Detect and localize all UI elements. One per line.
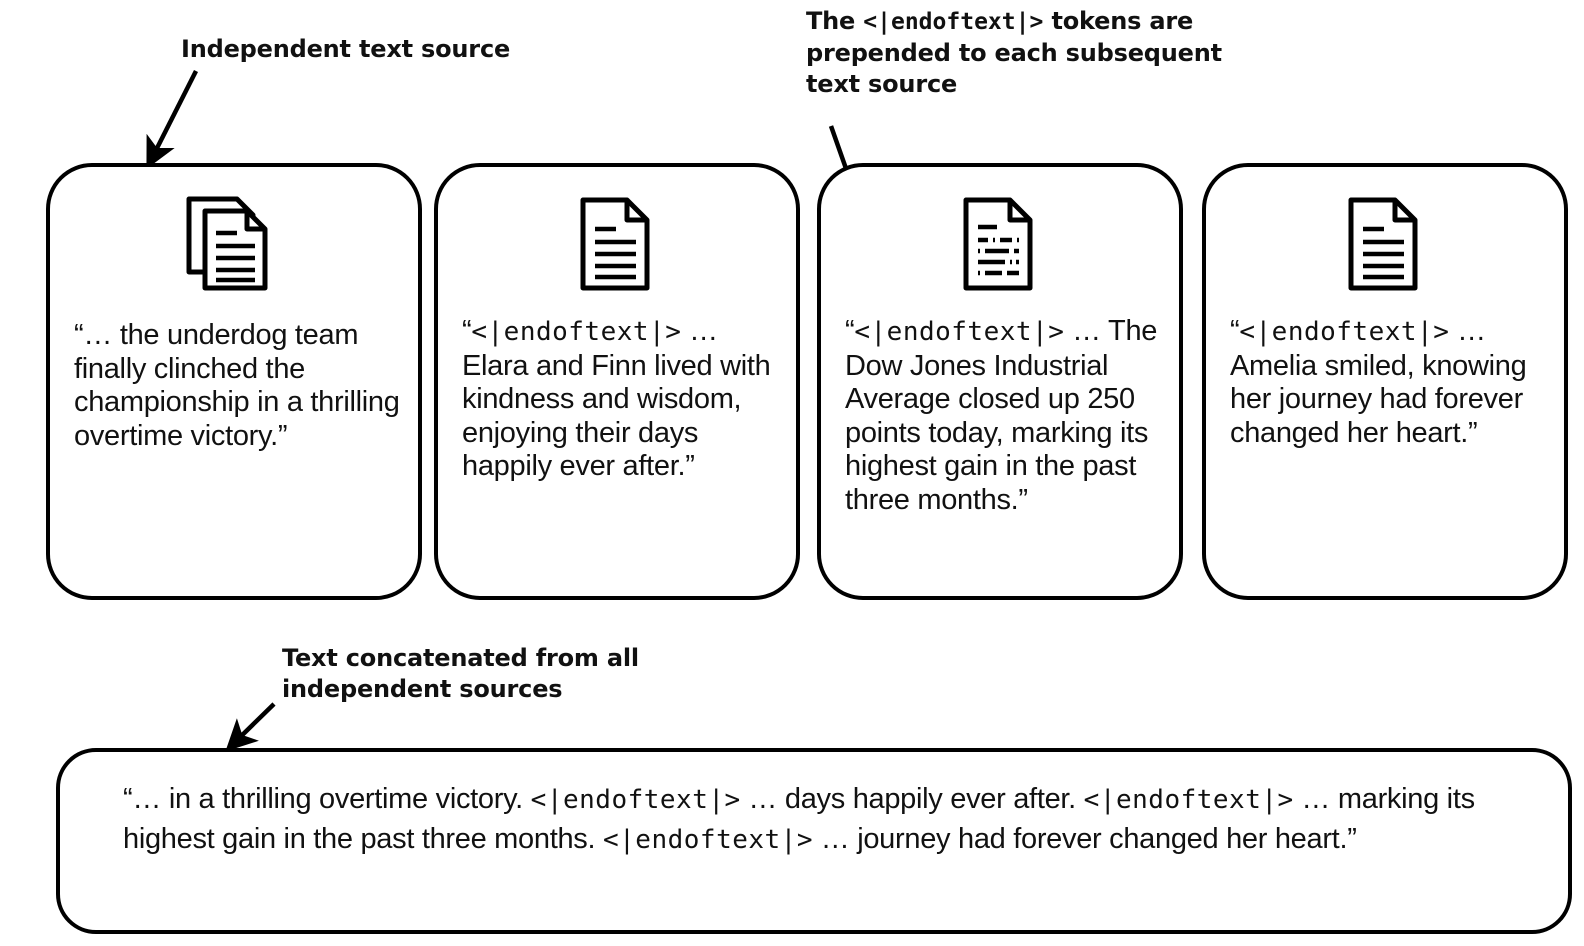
concat-segment-0: “… in a thrilling overtime victory. [123,783,531,815]
source-card-3-prefix: “ [1230,315,1240,347]
annotation-endoftext-suffix: tokens are prepended to each subsequent … [806,7,1231,98]
concatenated-text-box[interactable]: “… in a thrilling overtime victory. <|en… [56,748,1572,934]
source-card-2-body: … The Dow Jones Industrial Average close… [845,315,1165,516]
concat-token-1: <|endoftext|> [1083,785,1294,815]
arrow-to-source-card [146,69,199,170]
source-card-1-body: … Elara and Finn lived with kindness and… [462,315,779,482]
source-card-3-text: “<|endoftext|> … Amelia smiled, knowing … [1230,315,1554,450]
source-card-3[interactable]: “<|endoftext|> … Amelia smiled, knowing … [1202,163,1568,600]
concat-token-2: <|endoftext|> [603,825,813,855]
source-card-2-prefix: “ [845,315,855,347]
source-card-2-text: “<|endoftext|> … The Dow Jones Industria… [845,315,1169,517]
source-card-0[interactable]: “… the underdog team finally clinched th… [46,163,422,600]
annotation-endoftext-token: <|endoftext|> [863,9,1044,35]
concatenated-text: “… in a thrilling overtime victory. <|en… [123,780,1538,860]
concat-token-0: <|endoftext|> [530,785,741,815]
source-card-1-prefix: “ [462,315,472,347]
source-card-2[interactable]: “<|endoftext|> … The Dow Jones Industria… [817,163,1183,600]
stacked-documents-icon [50,196,418,292]
concat-segment-2: … marking its highest gain in the past t… [123,783,1483,855]
concat-segment-1: … days happily ever after. [740,783,1084,815]
annotation-text-concatenated: Text concatenated from all independent s… [282,644,648,703]
arrow-to-concat-box [225,702,276,752]
annotation-endoftext-prepended: The <|endoftext|> tokens are prepended t… [806,6,1276,100]
source-card-3-body: … Amelia smiled, knowing her journey had… [1230,315,1535,449]
concat-segment-3: … journey had forever changed her heart.… [813,823,1357,855]
document-lines-icon [438,196,796,292]
source-card-1-text: “<|endoftext|> … Elara and Finn lived wi… [462,315,786,484]
annotation-independent-text-source: Independent text source [181,35,511,63]
source-card-1[interactable]: “<|endoftext|> … Elara and Finn lived wi… [434,163,800,600]
document-bullets-icon [821,196,1179,292]
source-card-3-token: <|endoftext|> [1239,317,1450,347]
source-card-0-text: “… the underdog team finally clinched th… [74,319,408,453]
annotation-endoftext-prefix: The [806,7,864,35]
document-lines-icon [1206,196,1564,292]
source-card-1-token: <|endoftext|> [471,317,682,347]
source-card-0-prefix: “… the underdog team finally clinched th… [74,319,408,452]
source-card-2-token: <|endoftext|> [854,317,1065,347]
